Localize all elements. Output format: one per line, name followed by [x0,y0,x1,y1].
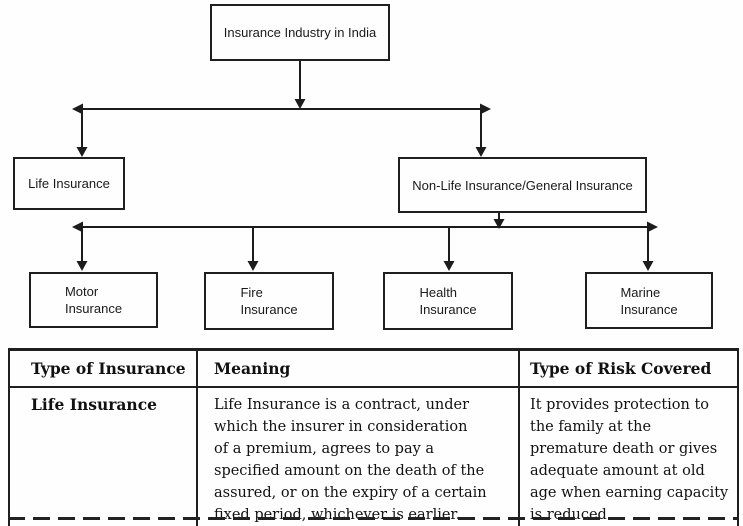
arrowhead-level1-left [72,103,83,115]
flowchart-box-health-insurance-label: Health Insurance [419,285,477,317]
arrowhead-root-drop [294,99,306,109]
arrowhead-drop-motor [76,261,88,271]
flowchart-box-nonlife-insurance: Non-Life Insurance/General Insurance [398,157,647,213]
flowchart-box-nonlife-insurance-label: Non-Life Insurance/General Insurance [412,177,633,193]
arrowhead-drop-fire [247,261,259,271]
flowchart-box-marine-insurance: Marine Insurance [585,272,713,329]
table-row-life-insurance: Life Insurance Life Insurance is a contr… [8,386,739,526]
flowchart-box-health-insurance: Health Insurance [383,272,513,330]
flowchart-box-marine-insurance-label: Marine Insurance [620,284,678,317]
arrowhead-drop-nonlife [475,147,487,157]
flowchart-connectors [72,61,658,271]
flowchart-box-motor-insurance: Motor Insurance [29,272,158,328]
flowchart-box-root-label: Insurance Industry in India [223,25,377,40]
flowchart-box-motor-insurance-label: Motor Insurance [64,284,123,316]
arrowhead-level2-left [72,221,83,233]
insurance-types-table: Type of Insurance Meaning Type of Risk C… [8,348,739,526]
arrowhead-drop-life [76,147,88,157]
cell-meaning: Life Insurance is a contract, under whic… [196,386,520,526]
table-header-row: Type of Insurance Meaning Type of Risk C… [8,348,739,388]
arrowhead-level2-right [647,221,658,233]
flowchart-box-fire-insurance: Fire Insurance [204,272,334,330]
flowchart-box-life-insurance-label: Life Insurance [28,176,110,191]
flowchart-box-life-insurance: Life Insurance [13,157,125,210]
cell-risk-covered: It provides protection to the family at … [518,386,739,526]
table-header-meaning: Meaning [196,348,520,388]
flowchart-box-fire-insurance-label: Fire Insurance [240,285,298,317]
table-header-type-of-risk-covered: Type of Risk Covered [518,348,739,388]
table-header-type-of-insurance: Type of Insurance [8,348,198,388]
cell-insurance-type: Life Insurance [8,386,198,526]
arrowhead-drop-marine [642,261,654,271]
flowchart-box-root: Insurance Industry in India [210,4,390,61]
table-bottom-dashed-border [8,517,737,520]
arrowhead-level1-right [480,103,491,115]
arrowhead-nonlife-drop [493,219,505,229]
arrowhead-drop-health [443,261,455,271]
